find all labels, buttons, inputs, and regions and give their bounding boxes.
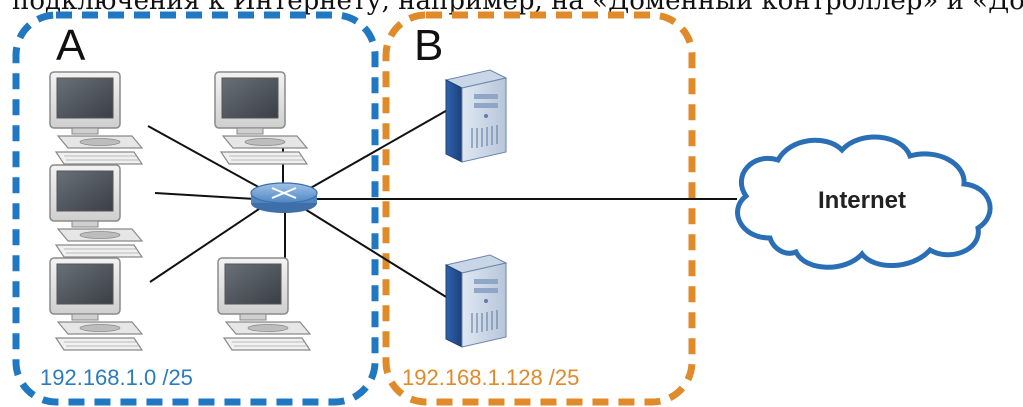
zone-b-boundary <box>382 11 696 406</box>
desktop-computer-icon <box>217 257 311 351</box>
desktop-computer-icon <box>214 71 308 165</box>
link-pc-bottom-left <box>149 206 263 283</box>
internet-label: Internet <box>818 187 906 214</box>
tower-server-icon <box>445 254 507 348</box>
zone-a-boundary <box>12 11 379 406</box>
desktop-computer-icon <box>49 71 143 165</box>
internet-cloud-icon <box>735 134 993 270</box>
network-switch-icon <box>250 182 318 213</box>
subnet-a-label: 192.168.1.0 /25 <box>40 365 193 390</box>
desktop-computer-icon <box>49 257 143 351</box>
zone-b-label: B <box>414 21 443 70</box>
zone-a-label: A <box>56 21 86 70</box>
desktop-computer-icon <box>49 164 143 258</box>
subnet-b-label: 192.168.1.128 /25 <box>402 365 579 390</box>
link-pc-mid-left <box>154 192 256 200</box>
tower-server-icon <box>445 69 507 163</box>
link-server-bottom <box>299 205 452 301</box>
link-server-top <box>299 107 452 195</box>
